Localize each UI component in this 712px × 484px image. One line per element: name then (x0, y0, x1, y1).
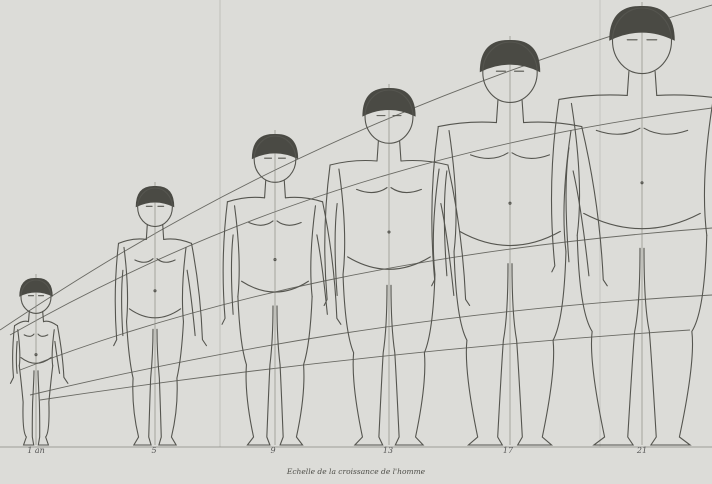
figure-age-13 (324, 84, 469, 445)
right-leg (512, 252, 566, 445)
neck (400, 141, 401, 161)
left-leg (577, 235, 640, 445)
figures-group (10, 2, 712, 445)
torso (559, 95, 712, 235)
knee-curve (30, 295, 712, 395)
neck (627, 72, 629, 96)
age-label-9: 9 (270, 446, 275, 455)
neck (496, 100, 498, 122)
plate-caption: Echelle de la croissance de l'homme (287, 467, 425, 476)
right-arm (317, 202, 341, 325)
neck (265, 180, 266, 197)
right-leg (157, 322, 183, 445)
right-arm (187, 243, 206, 345)
left-leg (127, 322, 153, 445)
left-arm (551, 99, 568, 271)
age-label-1: 1 an (27, 446, 45, 455)
right-leg (391, 275, 435, 445)
figure-age-21 (551, 2, 712, 445)
figure-age-5 (114, 182, 207, 445)
neck (284, 180, 285, 197)
neck (28, 311, 29, 321)
neck (655, 72, 657, 96)
neck (163, 225, 164, 240)
age-label-17: 17 (503, 446, 513, 455)
right-arm (55, 326, 68, 384)
right-leg (38, 366, 53, 445)
left-leg (19, 366, 34, 445)
age-label-13: 13 (383, 446, 393, 455)
left-arm (114, 243, 123, 345)
right-leg (644, 235, 707, 445)
neck (522, 100, 524, 122)
figure-age-1-an (10, 274, 67, 445)
neck (377, 141, 378, 161)
neck (43, 311, 44, 321)
neck (146, 225, 147, 240)
age-label-5: 5 (151, 446, 156, 455)
height-curve (0, 5, 712, 330)
left-arm (222, 202, 233, 325)
age-label-21: 21 (637, 446, 647, 455)
figure-age-9 (222, 130, 341, 445)
right-leg (277, 297, 312, 445)
